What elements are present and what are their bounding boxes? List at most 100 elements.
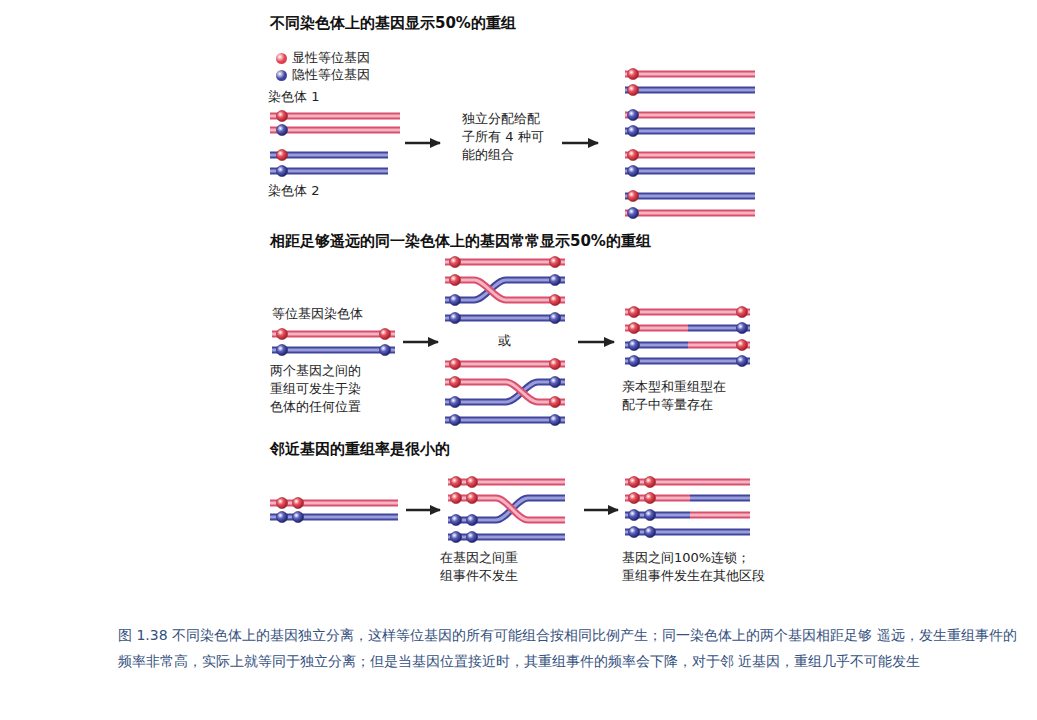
process-arrow <box>578 341 614 343</box>
chromosome-outline <box>445 280 565 300</box>
chromosome-label: 染色体 2 <box>268 182 319 200</box>
chromosome-outline <box>270 500 398 507</box>
chromosome-core <box>448 536 565 539</box>
allele-dot <box>628 191 639 202</box>
allele-dot <box>628 126 639 137</box>
allele-dot <box>277 329 288 340</box>
legend-text: 隐性等位基因 <box>292 67 370 83</box>
allele-dot <box>451 515 462 526</box>
allele-dot <box>629 477 640 488</box>
chromosome-core <box>270 129 400 132</box>
allele-dot <box>277 345 288 356</box>
allele-dot <box>450 295 461 306</box>
chromosome-outline <box>270 514 398 521</box>
chromosome-core <box>448 481 565 484</box>
allele-dot <box>450 377 461 388</box>
allele-dot <box>450 275 461 286</box>
allele-dot <box>629 323 640 334</box>
allele-dot <box>467 493 478 504</box>
allele-dot <box>293 512 304 523</box>
section-heading: 邻近基因的重组率是很小的 <box>270 439 450 459</box>
process-note: 独立分配给配 子所有 4 种可 能的组合 <box>462 110 552 164</box>
allele-dot <box>277 512 288 523</box>
chromosome-core <box>445 261 565 264</box>
chromosome-core <box>272 333 395 336</box>
process-arrow <box>562 142 598 144</box>
chromosome-outline <box>625 152 755 159</box>
allele-dot <box>380 329 391 340</box>
legend-item: 显性等位基因 <box>276 50 370 66</box>
chromosome-core <box>625 311 750 314</box>
chromosome-core <box>445 419 565 422</box>
chromosome-core <box>625 114 755 117</box>
process-arrow <box>406 509 440 511</box>
allele-dot <box>550 295 561 306</box>
chromosome-outline <box>690 512 750 519</box>
chromosome-core <box>690 514 750 517</box>
allele-dot <box>277 125 288 136</box>
allele-dot <box>451 532 462 543</box>
chromosome-outline <box>625 112 755 119</box>
chromosome-outline <box>445 382 565 402</box>
chromosome-outline <box>445 361 565 368</box>
process-arrow <box>403 341 438 343</box>
chromosome-core <box>270 502 398 505</box>
allele-dot <box>629 510 640 521</box>
legend-swatch <box>276 70 287 81</box>
allele-dot <box>277 111 288 122</box>
allele-dot <box>645 527 656 538</box>
allele-dot <box>629 340 640 351</box>
allele-dot <box>550 313 561 324</box>
chromosome-core <box>272 349 395 352</box>
process-note: 在基因之间重 组事件不发生 <box>440 549 528 585</box>
legend-item: 隐性等位基因 <box>276 67 370 83</box>
allele-dot <box>550 359 561 370</box>
chromosome-core <box>445 382 565 402</box>
chromosome-outline <box>625 193 755 200</box>
allele-dot <box>628 110 639 121</box>
chromosome-outline <box>625 71 755 78</box>
chromosome-core <box>445 363 565 366</box>
result-note: 亲本型和重组型在 配子中等量存在 <box>622 378 736 414</box>
allele-dot <box>450 415 461 426</box>
chromosome-label: 染色体 1 <box>268 88 319 106</box>
allele-dot <box>277 150 288 161</box>
allele-dot <box>277 166 288 177</box>
chromosome-outline <box>445 259 565 266</box>
allele-dot <box>645 493 656 504</box>
alternative-label: 或 <box>498 332 511 350</box>
chromosome-outline <box>690 495 750 502</box>
chromosome-core <box>448 498 565 520</box>
chromosome-outline <box>445 280 565 300</box>
chromosome-core <box>625 130 755 133</box>
chromosome-outline <box>272 347 395 354</box>
process-note: 两个基因之间的 重组可发生于染 色体的任何位置 <box>270 362 370 416</box>
allele-dot <box>645 510 656 521</box>
chromosome-outline <box>272 331 395 338</box>
allele-dot <box>628 208 639 219</box>
chromosome-outline <box>270 127 400 134</box>
chromosome-core <box>445 280 565 300</box>
allele-dot <box>629 356 640 367</box>
figure-caption: 图 1.38 不同染色体上的基因独立分离，这样等位基因的所有可能组合按相同比例产… <box>118 622 1023 674</box>
chromosome-core <box>625 73 755 76</box>
allele-dot <box>737 340 748 351</box>
chromosome-outline <box>625 479 750 486</box>
chromosome-outline <box>625 168 755 175</box>
chromosome-outline <box>448 498 565 520</box>
process-arrow <box>405 142 440 144</box>
allele-dot <box>450 359 461 370</box>
chromosome-core <box>625 212 755 215</box>
chromosome-core <box>625 481 750 484</box>
section-heading: 不同染色体上的基因显示50%的重组 <box>270 13 516 33</box>
chromosome-outline <box>445 417 565 424</box>
allele-dot <box>629 493 640 504</box>
result-note: 基因之间100%连锁； 重组事件发生在其他区段 <box>622 549 776 585</box>
allele-dot <box>737 356 748 367</box>
allele-dot <box>550 275 561 286</box>
allele-dot <box>451 493 462 504</box>
allele-dot <box>380 345 391 356</box>
allele-dot <box>628 166 639 177</box>
